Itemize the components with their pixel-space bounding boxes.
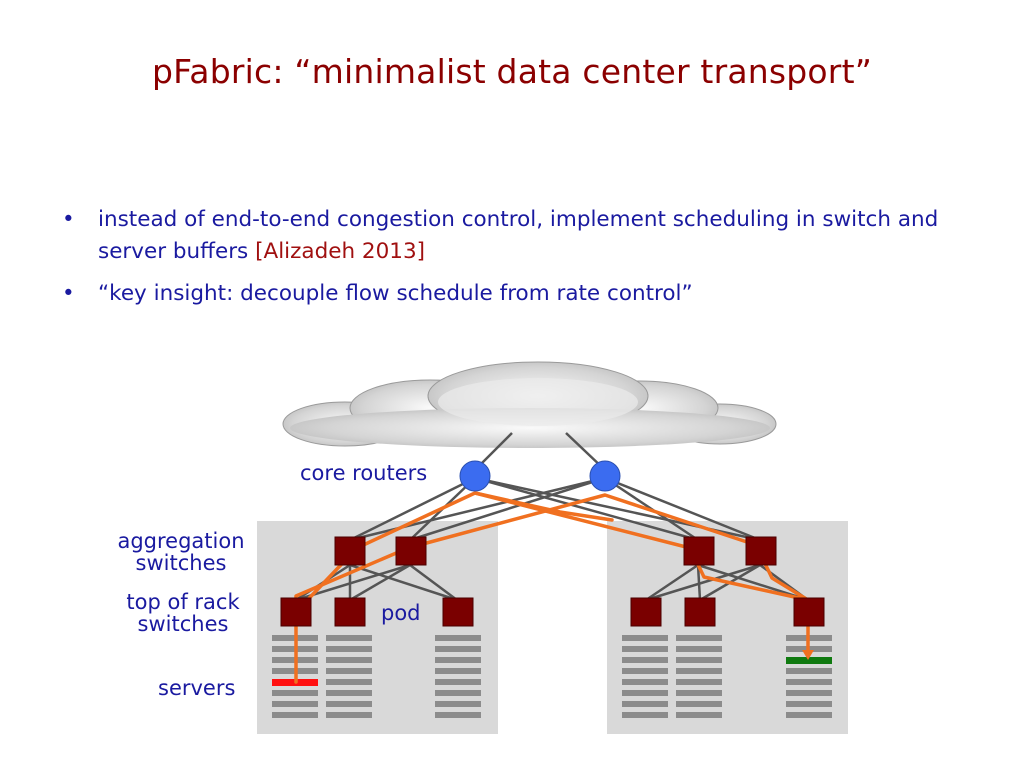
server-stack [622,635,668,718]
tor-label-line2: switches [137,612,229,636]
aggregation-label-line1: aggregation [117,529,245,553]
tor-switches-label: top of rack switches [108,591,258,635]
bullet-dot-icon: • [62,281,75,306]
core-routers-label: core routers [300,461,428,485]
aggregation-label-line2: switches [135,551,227,575]
tor-label-line1: top of rack [126,590,240,614]
bullet-list: • instead of end-to-end congestion contr… [62,204,962,320]
tor-switch [630,597,662,627]
aggregation-switch [395,536,427,566]
bullet-item: • “key insight: decouple flow schedule f… [62,278,962,310]
server-stack [435,635,481,718]
cloud-icon [282,361,777,448]
citation: [Alizadeh 2013] [255,239,426,264]
tor-switch [280,597,312,627]
slide-title: pFabric: “minimalist data center transpo… [151,52,873,91]
aggregation-switches-label: aggregation switches [108,530,254,574]
tor-switch [442,597,474,627]
arrow-head-icon [802,650,814,660]
bullet-dot-icon: • [62,207,75,232]
aggregation-switch [334,536,366,566]
tor-switch [334,597,366,627]
bullet-item: • instead of end-to-end congestion contr… [62,204,962,268]
destination-server [786,657,832,664]
servers-label: servers [158,676,236,700]
aggregation-switch [683,536,715,566]
aggregation-switches [334,536,777,566]
bullet-text: “key insight: decouple flow schedule fro… [98,281,693,306]
core-routers [459,460,621,492]
aggregation-switch [745,536,777,566]
core-router-icon [459,460,491,492]
server-stack [326,635,372,718]
core-router-icon [589,460,621,492]
server-stack [676,635,722,718]
tor-switch [793,597,825,627]
pod-label: pod [381,601,421,625]
bullet-text: instead of end-to-end congestion control… [98,207,939,264]
tor-switches [280,597,825,627]
tor-switch [684,597,716,627]
